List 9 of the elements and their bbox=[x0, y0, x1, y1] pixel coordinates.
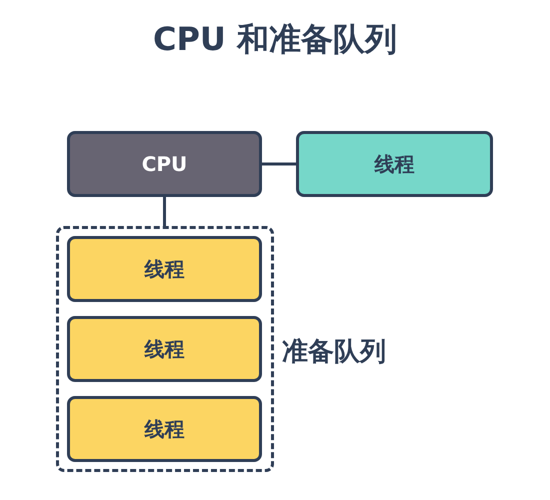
connector-line bbox=[262, 162, 296, 166]
thread-box: 线程 bbox=[67, 236, 262, 302]
group-label: 准备队列 bbox=[282, 336, 386, 369]
thread-box: 线程 bbox=[296, 131, 493, 197]
cpu-box: CPU bbox=[67, 131, 262, 197]
thread-box: 线程 bbox=[67, 316, 262, 382]
thread-box: 线程 bbox=[67, 396, 262, 462]
connector-line bbox=[163, 197, 166, 226]
title: CPU 和准备队列 bbox=[152, 19, 398, 60]
